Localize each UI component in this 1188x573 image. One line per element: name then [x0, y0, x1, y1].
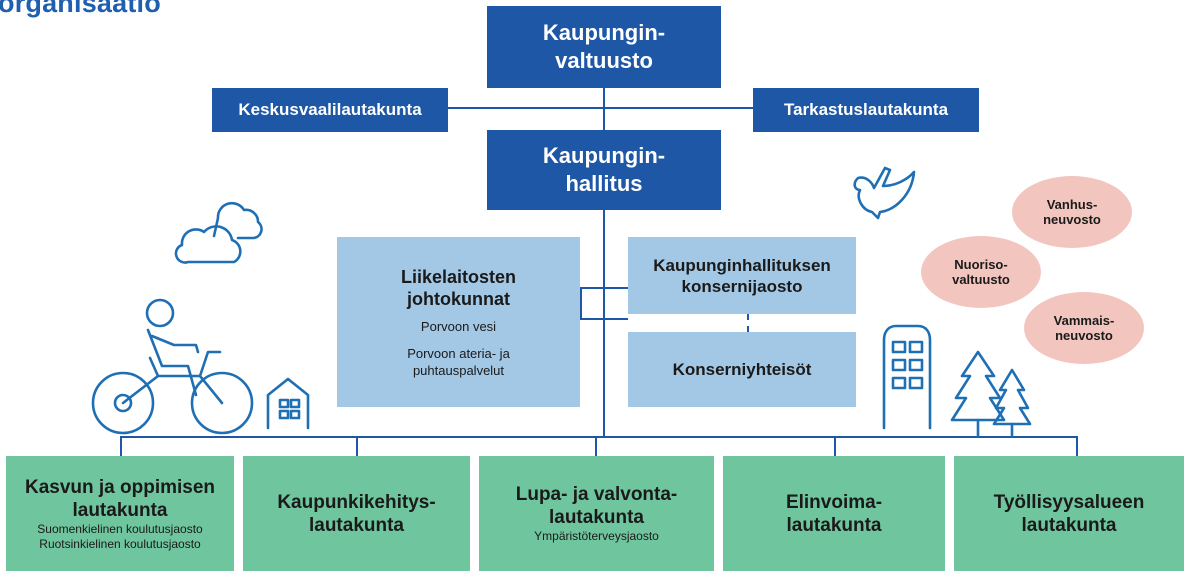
central-election-board-box: Keskusvaalilautakunta: [212, 88, 448, 132]
city-council-box: Kaupungin- valtuusto: [487, 6, 721, 88]
elderly-council-line-2: neuvosto: [1043, 212, 1101, 227]
enterprise-boards-title-1: Liikelaitosten: [400, 266, 517, 287]
enterprise-item-catering-1: Porvoon ateria- ja: [407, 345, 510, 361]
central-election-board-label: Keskusvaalilautakunta: [238, 100, 422, 119]
employment-area-committee-box: Työllisyysalueen lautakunta: [954, 456, 1184, 571]
connector-trunk: [603, 210, 605, 436]
enterprise-item-water: Porvoon vesi: [420, 318, 497, 334]
connector-committee-2: [356, 436, 358, 456]
city-board-line-1: Kaupungin-: [542, 143, 666, 168]
enterprise-boards-box: Liikelaitosten johtokunnat Porvoon vesi …: [337, 237, 580, 407]
connector-group-dashed: [747, 314, 749, 332]
small-house-icon: [266, 377, 310, 430]
connector-enterprise: [580, 287, 628, 289]
vitality-title-1: Elinvoima-: [785, 491, 883, 513]
audit-board-label: Tarkastuslautakunta: [783, 100, 949, 119]
connector-committee-1: [120, 436, 122, 456]
connector-enterprise-stub: [580, 287, 582, 320]
employment-area-title-2: lautakunta: [1021, 514, 1117, 536]
permit-supervision-title-2: lautakunta: [548, 507, 645, 528]
employment-area-title-1: Työllisyysalueen: [993, 491, 1145, 513]
disability-council-ellipse: Vammais- neuvosto: [1024, 292, 1144, 364]
vitality-committee-box: Elinvoima- lautakunta: [723, 456, 945, 571]
urban-development-title-1: Kaupunkikehitys-: [277, 491, 436, 513]
group-division-box: Kaupunginhallituksen konsernijaosto: [628, 237, 856, 314]
disability-council-line-2: neuvosto: [1055, 328, 1113, 343]
group-division-line-1: Kaupunginhallituksen: [653, 255, 831, 275]
connector-committee-3: [595, 436, 597, 456]
enterprise-boards-title-2: johtokunnat: [407, 288, 510, 309]
elderly-council-ellipse: Vanhus- neuvosto: [1012, 176, 1132, 248]
city-council-line-1: Kaupungin-: [542, 20, 666, 45]
page-title: organisaatio: [0, 0, 161, 18]
growth-learning-title-1: Kasvun ja oppimisen: [24, 476, 216, 498]
group-companies-box: Konserniyhteisöt: [628, 332, 856, 407]
connector-committees-bus: [120, 436, 1078, 438]
city-board-line-2: hallitus: [565, 171, 643, 196]
youth-council-line-1: Nuoriso-: [954, 257, 1008, 272]
permit-supervision-committee-box: Lupa- ja valvonta- lautakunta Ympäristöt…: [479, 456, 714, 571]
youth-council-line-2: valtuusto: [952, 272, 1010, 287]
group-division-line-2: konsernijaosto: [681, 276, 803, 296]
enterprise-item-catering-2: puhtauspalvelut: [412, 362, 505, 378]
growth-learning-title-2: lautakunta: [72, 499, 168, 521]
urban-development-title-2: lautakunta: [308, 514, 405, 536]
disability-council-line-1: Vammais-: [1053, 313, 1115, 328]
bird-icon: [853, 166, 916, 220]
growth-learning-sub-1: Suomenkielinen koulutusjaosto: [37, 521, 203, 536]
vitality-title-2: lautakunta: [786, 514, 882, 536]
urban-development-committee-box: Kaupunkikehitys- lautakunta: [243, 456, 470, 571]
permit-supervision-sub-1: Ympäristöterveysjaosto: [534, 529, 659, 543]
elderly-council-line-1: Vanhus-: [1046, 197, 1098, 212]
apartment-building-icon: [882, 324, 932, 430]
audit-board-box: Tarkastuslautakunta: [753, 88, 979, 132]
growth-learning-committee-box: Kasvun ja oppimisen lautakunta Suomenkie…: [6, 456, 234, 571]
connector-council-side: [448, 107, 753, 109]
growth-learning-sub-2: Ruotsinkielinen koulutusjaosto: [39, 536, 201, 551]
connector-council-board: [603, 88, 605, 130]
youth-council-ellipse: Nuoriso- valtuusto: [921, 236, 1041, 308]
group-companies-label: Konserniyhteisöt: [672, 359, 812, 379]
pine-trees-icon: [950, 350, 1032, 438]
connector-committee-5: [1076, 436, 1078, 456]
connector-group-division: [580, 318, 628, 320]
connector-committee-4: [834, 436, 836, 456]
cloud-icon: [174, 201, 263, 264]
city-board-box: Kaupungin- hallitus: [487, 130, 721, 210]
permit-supervision-title-1: Lupa- ja valvonta-: [515, 484, 678, 505]
bicycle-rider-icon: [91, 298, 254, 435]
city-council-line-2: valtuusto: [555, 48, 653, 73]
